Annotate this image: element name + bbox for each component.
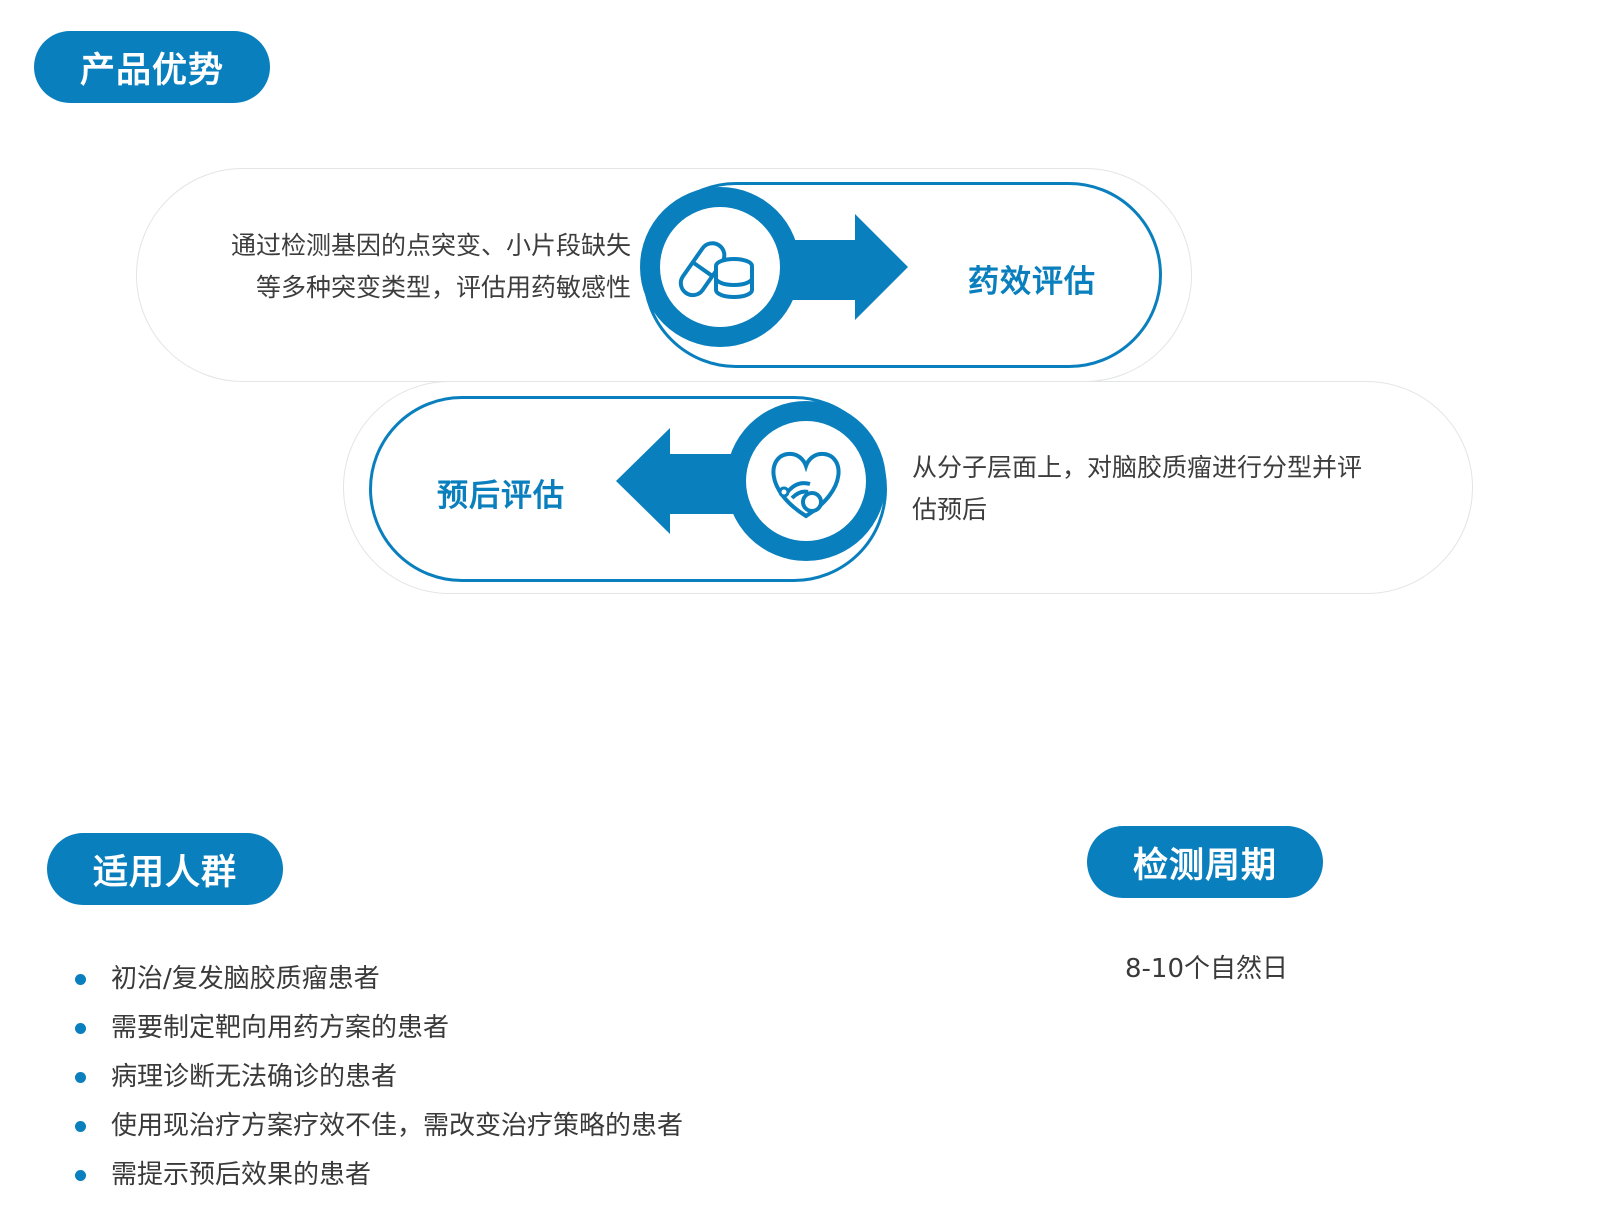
population-list: 初治/复发脑胶质瘤患者 需要制定靶向用药方案的患者 病理诊断无法确诊的患者 使用… (73, 955, 683, 1200)
list-item-text: 初治/复发脑胶质瘤患者 (111, 964, 380, 994)
prognosis-graphic (616, 401, 886, 561)
bullet-icon (75, 1023, 86, 1034)
list-item: 需提示预后效果的患者 (73, 1151, 683, 1200)
drug-efficacy-description: 通过检测基因的点突变、小片段缺失 等多种突变类型，评估用药敏感性 (176, 225, 631, 309)
list-item-text: 使用现治疗方案疗效不佳，需改变治疗策略的患者 (111, 1111, 684, 1141)
heart-stethoscope-icon (726, 401, 886, 561)
prognosis-description-line2: 估预后 (912, 495, 988, 524)
drug-efficacy-description-line2: 等多种突变类型，评估用药敏感性 (255, 273, 631, 302)
prognosis-description-line1: 从分子层面上，对脑胶质瘤进行分型并评 (912, 453, 1363, 482)
applicable-population-title: 适用人群 (47, 833, 283, 905)
list-item: 初治/复发脑胶质瘤患者 (73, 955, 683, 1004)
bullet-icon (75, 1072, 86, 1083)
detection-cycle-value: 8-10个自然日 (1125, 954, 1289, 984)
bullet-icon (75, 1121, 86, 1132)
list-item: 使用现治疗方案疗效不佳，需改变治疗策略的患者 (73, 1102, 683, 1151)
bullet-icon (75, 974, 86, 985)
list-item-text: 需提示预后效果的患者 (111, 1160, 372, 1190)
product-advantage-title: 产品优势 (34, 31, 270, 103)
list-item-text: 病理诊断无法确诊的患者 (111, 1062, 398, 1092)
detection-cycle-title: 检测周期 (1087, 826, 1323, 898)
list-item: 病理诊断无法确诊的患者 (73, 1053, 683, 1102)
pill-medicine-icon (640, 187, 800, 347)
list-item: 需要制定靶向用药方案的患者 (73, 1004, 683, 1053)
drug-efficacy-label: 药效评估 (968, 264, 1096, 300)
right-arrow-icon (790, 214, 908, 320)
drug-efficacy-graphic (640, 187, 908, 347)
prognosis-label: 预后评估 (437, 478, 565, 514)
prognosis-description: 从分子层面上，对脑胶质瘤进行分型并评 估预后 (912, 447, 1432, 531)
bullet-icon (75, 1170, 86, 1181)
list-item-text: 需要制定靶向用药方案的患者 (111, 1013, 450, 1043)
drug-efficacy-description-line1: 通过检测基因的点突变、小片段缺失 (230, 231, 631, 260)
